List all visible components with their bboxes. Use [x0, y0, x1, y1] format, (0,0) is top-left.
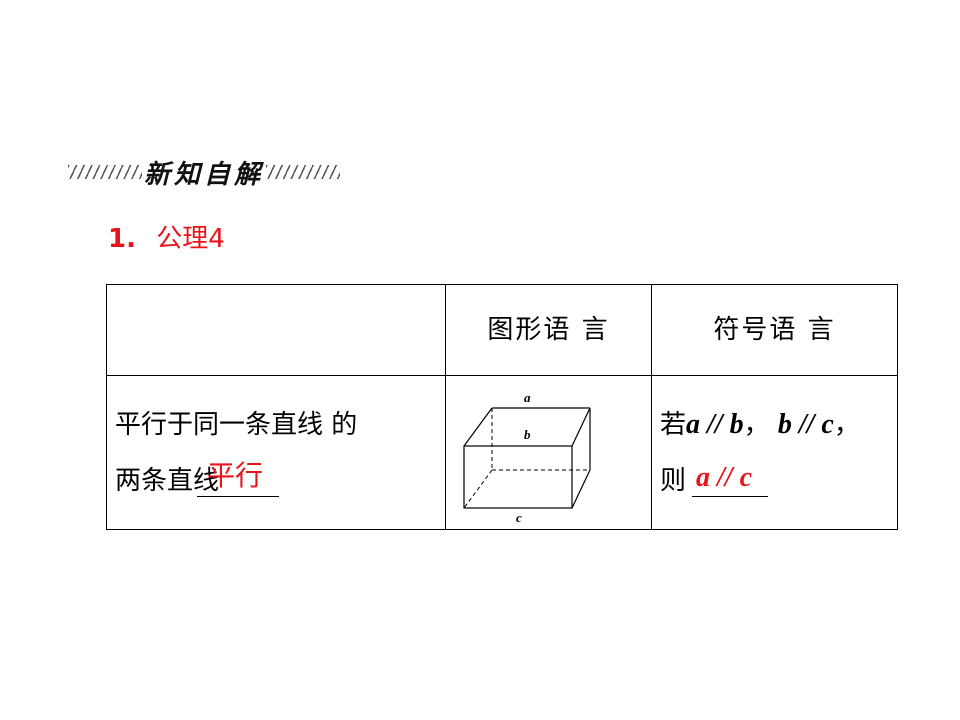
text-language-cell: 平行于同一条直线 的 两条直线平行	[106, 375, 446, 530]
cuboid-edge	[463, 407, 493, 447]
table-header-row: 图形语 言 符号语 言	[106, 284, 898, 376]
symbol-expr-bc: b // c	[777, 409, 834, 440]
label-a: a	[524, 390, 531, 405]
cuboid-edge	[571, 469, 591, 509]
banner-hatch-left	[68, 165, 142, 179]
section-banner: 新知自解	[68, 155, 341, 190]
cuboid-figure: a b c	[463, 390, 591, 522]
heading-title: 公理4	[156, 224, 225, 254]
cuboid-edge	[571, 407, 591, 447]
banner-title: 新知自解	[144, 159, 265, 190]
section-heading: 1. 公理4	[108, 218, 225, 255]
symbol-line-1: 若a // b， b // c，	[660, 404, 860, 441]
banner-hatch-right	[266, 165, 341, 179]
symbol-answer-blank: a // c	[692, 462, 769, 497]
table-content-row: 平行于同一条直线 的 两条直线平行	[106, 375, 898, 530]
graphic-language-cell: a b c	[445, 375, 652, 530]
header-cell-graphic: 图形语 言	[445, 284, 652, 376]
symbol-then: 则	[660, 466, 687, 496]
symbol-sep: ，	[743, 410, 770, 440]
symbol-expr-ab: a // b	[686, 409, 744, 440]
axiom-table: 图形语 言 符号语 言 平行于同一条直线 的 两条直线平行	[106, 284, 898, 530]
label-b: b	[524, 427, 531, 442]
symbol-if: 若	[660, 410, 687, 440]
statement-line-2-text: 两条直线	[115, 466, 220, 496]
answer-blank: 平行	[197, 459, 280, 497]
header-cell-empty	[106, 284, 446, 376]
cuboid-front-face	[463, 445, 573, 509]
answer-parallel: 平行	[207, 459, 264, 492]
header-cell-symbol: 符号语 言	[651, 284, 898, 376]
symbol-line-2: 则 a // c	[660, 460, 769, 497]
symbol-answer: a // c	[696, 462, 753, 493]
statement-line-1: 平行于同一条直线 的	[115, 410, 358, 440]
heading-number: 1.	[108, 224, 136, 254]
hidden-edge	[463, 469, 493, 509]
statement-line-2: 两条直线平行	[115, 459, 280, 497]
symbol-end: ，	[833, 410, 860, 440]
label-c: c	[516, 510, 522, 522]
